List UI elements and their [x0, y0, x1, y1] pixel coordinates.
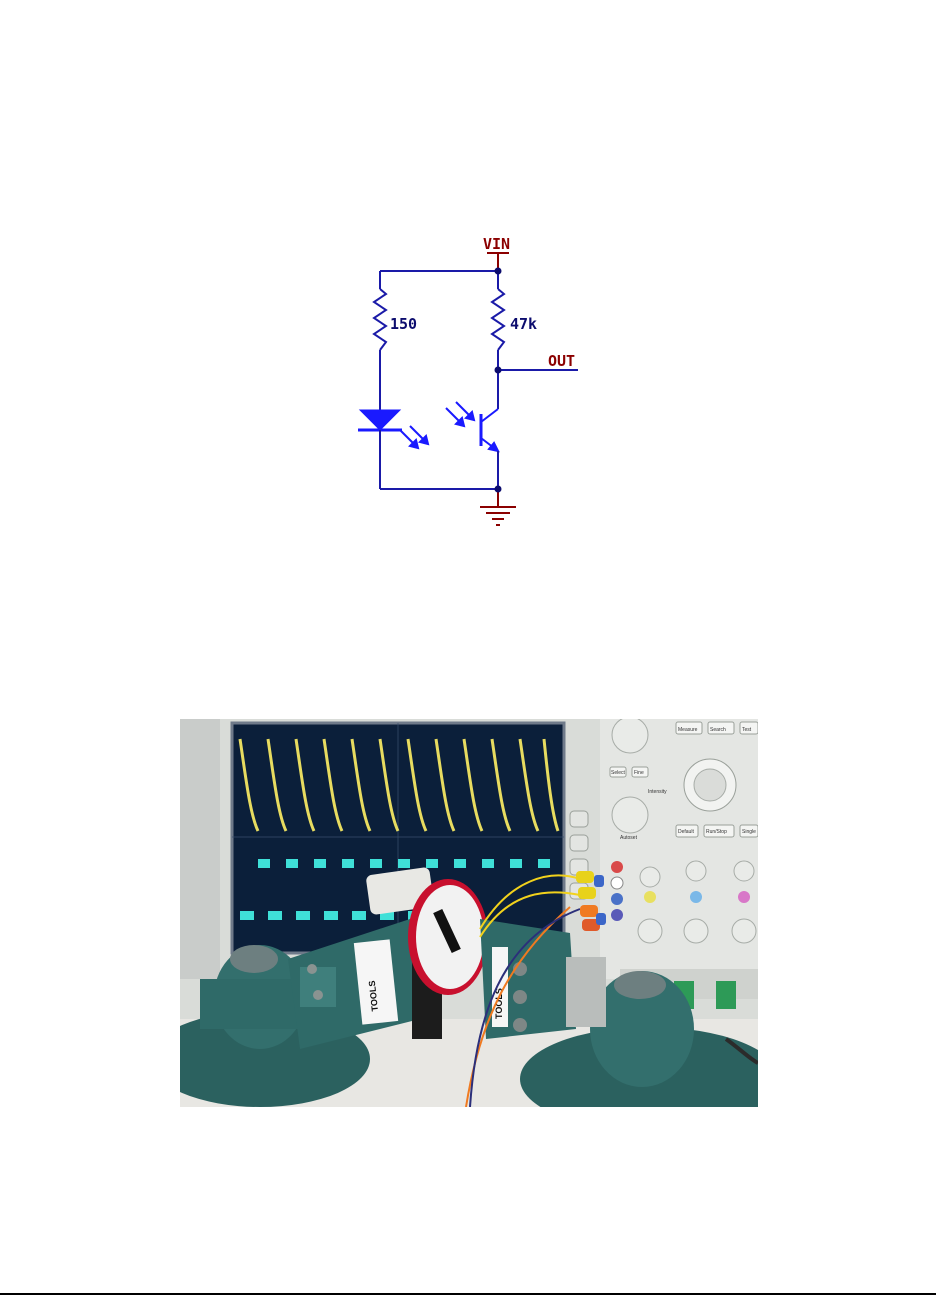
vin-label: VIN [483, 235, 510, 253]
right-vise [520, 971, 758, 1107]
probe-clips [576, 871, 606, 931]
page-bottom-rule [0, 1293, 936, 1295]
scope-control-panel [600, 719, 758, 979]
junction-dots [494, 267, 502, 493]
out-label: OUT [548, 352, 575, 370]
motor-and-disk [366, 867, 488, 1039]
resistor-47k [490, 288, 506, 351]
scope-color-buttons [610, 861, 750, 921]
scope-button-autoset: Autoset [620, 835, 638, 841]
setup-photo: Measure Search Test Select Fine Intensit… [180, 719, 758, 1107]
left-bracket-label: TOOLS [367, 980, 380, 1012]
led-icon [358, 409, 402, 431]
scope-button-search: Search [710, 727, 726, 733]
scope-trace-yellow [238, 738, 560, 832]
scope-button-measure: Measure [678, 727, 698, 733]
scope-knobs [611, 719, 757, 944]
led-emission-arrows [399, 425, 430, 450]
scope-button-run-stop: Run/Stop [706, 829, 727, 835]
scope-label-intensity: Intensity [648, 789, 667, 795]
left-bracket: TOOLS [288, 919, 420, 1049]
ground-icon [480, 506, 516, 526]
probe-wires [465, 874, 758, 1107]
right-bracket-label: TOOLS [494, 988, 504, 1019]
scope-left-bezel [180, 719, 220, 979]
scope-button-single: Single [742, 829, 756, 835]
resistor-150-label: 150 [390, 315, 417, 333]
photoreflector-schematic: VIN 150 47k OUT [358, 235, 578, 526]
scope-button-select: Select [611, 770, 626, 776]
scope-button-test: Test [742, 727, 752, 733]
scope-button-default: Default [678, 829, 694, 835]
right-bracket: TOOLS [480, 919, 606, 1039]
scope-button-fine: Fine [634, 770, 644, 776]
scope-top-buttons [609, 721, 758, 838]
scope-graticule [232, 723, 564, 953]
resistor-150 [372, 288, 388, 351]
light-arrows [445, 401, 476, 428]
resistor-47k-label: 47k [510, 315, 537, 333]
phototransistor-icon [479, 408, 500, 453]
